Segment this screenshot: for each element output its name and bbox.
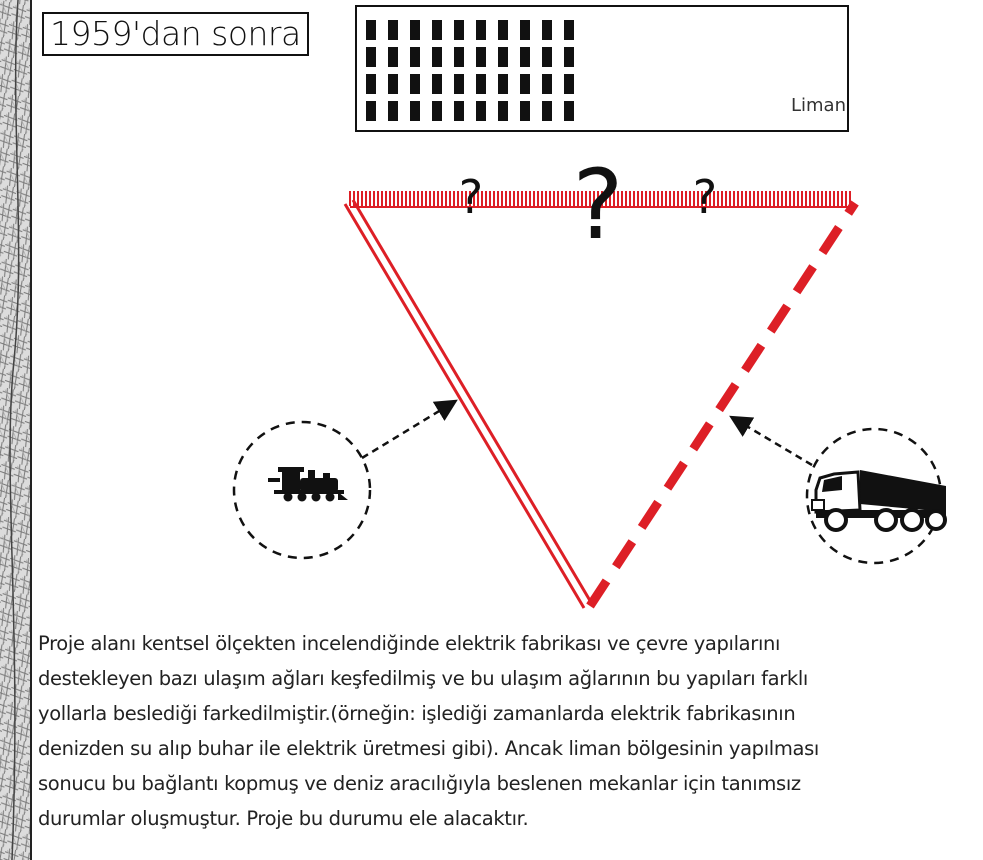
map-strip-image [0,0,32,860]
port-building-block [388,74,398,94]
train-icon [268,467,348,502]
port-building-block [564,20,574,40]
port-building-block [498,20,508,40]
port-building-block [388,20,398,40]
question-mark-icon: ? [573,149,624,261]
port-building-block [542,20,552,40]
port-building-block [454,74,464,94]
port-building-block [454,101,464,121]
railway-link [343,199,594,609]
train-arrow [361,399,458,460]
truck-node [805,427,947,565]
port-building-block [410,20,420,40]
question-mark-icon: ? [693,170,717,224]
port-building-block [410,74,420,94]
train-node [232,420,372,560]
port-building-block [498,101,508,121]
port-building-block [564,101,574,121]
diagram: Liman ? ? ? [232,5,947,609]
port-building-block [432,47,442,67]
truck-icon [811,470,947,532]
port-building-block [476,101,486,121]
port-building-block [542,74,552,94]
port-building-block [454,47,464,67]
port-building-block [520,20,530,40]
port-building-block [432,101,442,121]
port-building-block [388,101,398,121]
port-building-block [564,47,574,67]
port-building-block [366,20,376,40]
description-text: Proje alanı kentsel ölçekten incelendiği… [38,632,819,830]
port-building-block [454,20,464,40]
port-building-block [410,101,420,121]
port-building-block [542,101,552,121]
port-building-block [432,74,442,94]
port-building-block [388,47,398,67]
port-building-block [498,47,508,67]
port-building-block [476,74,486,94]
port-label: Liman [791,95,846,116]
port-building-block [564,74,574,94]
port-building-block [542,47,552,67]
port-building-block [498,74,508,94]
port-building-block [366,101,376,121]
port-building-block [476,47,486,67]
port-building-block [432,20,442,40]
port-building-block [366,74,376,94]
truck-arrow [729,415,813,467]
port-buildings [366,20,574,121]
port-building-block [520,74,530,94]
port-box: Liman [355,5,849,132]
page-title: 1959'dan sonra [42,12,309,56]
port-building-block [520,101,530,121]
port-building-block [410,47,420,67]
port-building-block [366,47,376,67]
question-mark-icon: ? [459,170,483,224]
port-building-block [520,47,530,67]
road-link [586,200,859,609]
port-building-block [476,20,486,40]
broken-sea-link [349,191,852,208]
